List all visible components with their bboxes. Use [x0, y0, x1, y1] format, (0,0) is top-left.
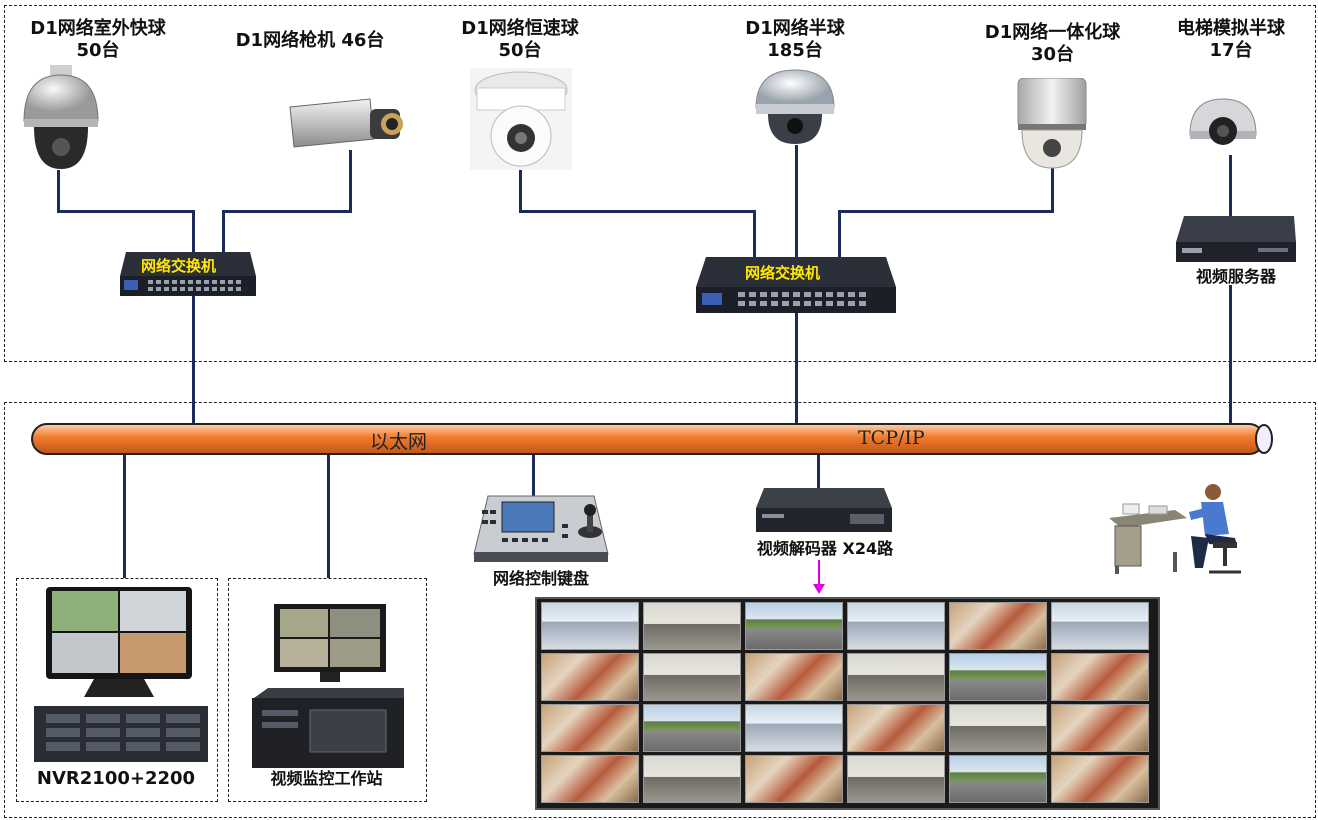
operator-at-desk-icon — [1109, 484, 1241, 574]
video-wall-tile — [1051, 602, 1149, 650]
video-wall-tile — [949, 704, 1047, 752]
elevator-dome-camera-icon — [1189, 98, 1257, 145]
link-workstation — [327, 455, 330, 578]
control-keyboard-label: 网络控制键盘 — [492, 569, 589, 588]
camera-zone — [4, 5, 1316, 362]
link-outdoor-speed-dome — [57, 170, 60, 212]
video-wall-tile — [541, 704, 639, 752]
nvr-recorder-icon — [34, 706, 208, 762]
link-bullet-v — [222, 210, 225, 252]
video-wall-tile — [847, 653, 945, 701]
camera-name: D1网络室外快球 — [30, 18, 166, 39]
link-keyboard — [532, 455, 535, 497]
video-wall-tile — [847, 602, 945, 650]
link-bullet — [349, 150, 352, 212]
link-left-switch-uplink — [192, 296, 195, 426]
link-right-switch-uplink — [795, 313, 798, 426]
video-wall — [535, 597, 1160, 810]
camera-name: D1网络枪机 46台 — [235, 30, 385, 51]
camera-count: 50台 — [76, 40, 120, 61]
video-decoder-label: 视频解码器 X24路 — [756, 539, 894, 558]
video-wall-tile — [847, 755, 945, 803]
video-wall-tile — [949, 653, 1047, 701]
link-decoder — [817, 455, 820, 489]
video-server-label: 视频服务器 — [1195, 267, 1276, 286]
link-integrated-dome-v — [838, 210, 841, 258]
ethernet-bus — [31, 423, 1273, 455]
link-constant-dome-h — [519, 210, 755, 213]
speed-dome-camera-icon — [23, 65, 99, 169]
video-wall-tile — [541, 653, 639, 701]
workstation-case-icon — [252, 688, 404, 768]
workstation-label: 视频监控工作站 — [270, 769, 383, 788]
video-wall-tile — [745, 704, 843, 752]
link-constant-dome-v — [753, 210, 756, 258]
camera-label-integrated-dome: D1网络一体化球 30台 — [970, 22, 1135, 66]
video-decoder-icon — [756, 488, 892, 532]
video-wall-tile — [643, 704, 741, 752]
video-wall-tile — [745, 653, 843, 701]
camera-name: D1网络半球 — [745, 18, 845, 39]
camera-count: 50台 — [498, 40, 542, 61]
camera-count: 17台 — [1209, 40, 1253, 61]
video-wall-tile — [1051, 755, 1149, 803]
bullet-camera-icon — [289, 98, 403, 148]
workstation-box — [228, 578, 427, 802]
control-zone — [4, 402, 1316, 818]
camera-label-constant-dome: D1网络恒速球 50台 — [450, 18, 590, 62]
control-keyboard-icon — [473, 495, 609, 562]
camera-name: D1网络恒速球 — [461, 18, 579, 39]
workstation-monitor-icon — [274, 604, 386, 682]
camera-label-outdoor-speed-dome: D1网络室外快球 50台 — [18, 18, 178, 62]
constant-speed-dome-icon — [470, 68, 572, 170]
bus-label-tcpip: TCP/IP — [858, 427, 925, 449]
camera-count: 30台 — [1030, 44, 1075, 65]
link-bullet-h — [222, 210, 352, 213]
link-integrated-dome — [1051, 168, 1054, 212]
link-half-dome — [795, 145, 798, 258]
video-server-icon — [1176, 216, 1296, 262]
link-outdoor-speed-dome-h — [57, 210, 193, 213]
video-wall-tile — [541, 755, 639, 803]
link-constant-dome — [519, 168, 522, 212]
camera-name: 电梯模拟半球 — [1177, 18, 1285, 39]
link-integrated-dome-h — [838, 210, 1054, 213]
camera-label-half-dome: D1网络半球 185台 — [730, 18, 860, 62]
video-wall-tile — [643, 602, 741, 650]
nvr-box — [16, 578, 218, 802]
video-wall-tile — [745, 755, 843, 803]
video-wall-tile — [745, 602, 843, 650]
integrated-dome-camera-icon — [1017, 78, 1087, 169]
link-video-server-uplink — [1229, 285, 1232, 426]
camera-name: D1网络一体化球 — [984, 22, 1121, 43]
link-nvr — [123, 455, 126, 578]
link-elevator-dome — [1229, 155, 1232, 217]
network-switch-right-label: 网络交换机 — [745, 264, 821, 282]
nvr-monitor-icon — [46, 587, 192, 697]
video-wall-tile — [949, 755, 1047, 803]
video-wall-tile — [847, 704, 945, 752]
link-left-switch-drop — [192, 210, 195, 252]
network-switch-left-icon — [120, 252, 256, 296]
camera-count: 185台 — [767, 40, 823, 61]
camera-label-elevator-dome: 电梯模拟半球 17台 — [1166, 18, 1296, 62]
nvr-label: NVR2100+2200 — [36, 768, 196, 789]
video-wall-tile — [949, 602, 1047, 650]
network-switch-left-label: 网络交换机 — [141, 257, 217, 275]
decoder-arrow-icon — [813, 560, 825, 594]
network-switch-right-icon — [696, 257, 896, 313]
video-wall-tile — [643, 653, 741, 701]
half-dome-camera-icon — [755, 69, 835, 144]
bus-label-ethernet: 以太网 — [370, 431, 428, 453]
video-wall-tile — [1051, 704, 1149, 752]
video-wall-tile — [1051, 653, 1149, 701]
video-wall-tile — [643, 755, 741, 803]
camera-label-bullet: D1网络枪机 46台 — [225, 30, 395, 52]
video-wall-tile — [541, 602, 639, 650]
